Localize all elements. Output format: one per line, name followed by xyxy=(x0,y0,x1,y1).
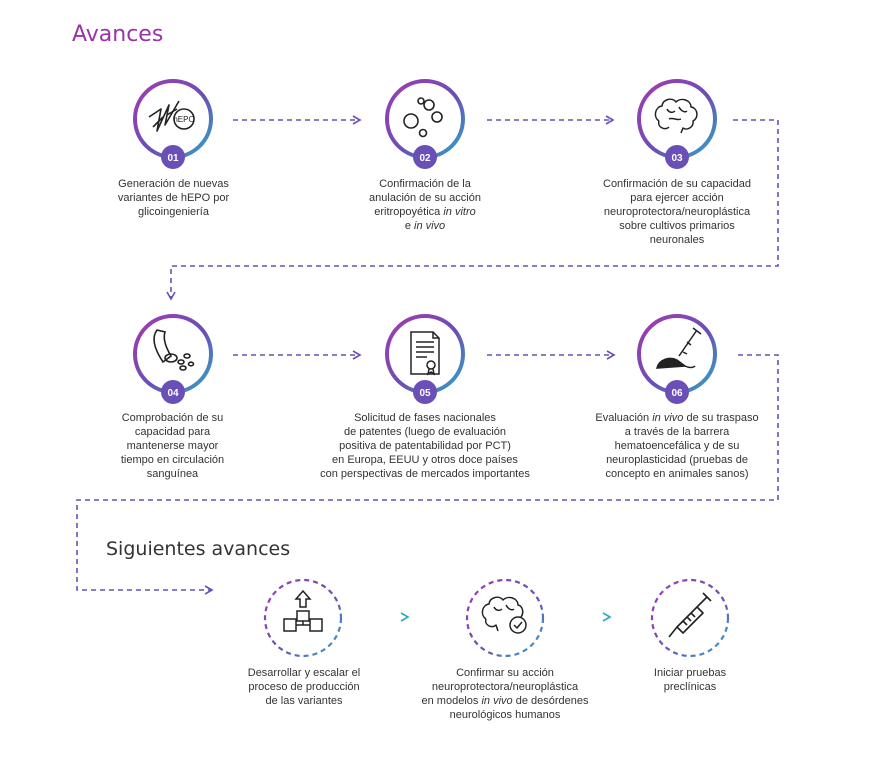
next-step-3 xyxy=(647,575,733,661)
step-badge xyxy=(413,145,437,169)
step-badge xyxy=(161,380,185,404)
next-step-1-caption: Desarrollar y escalar el proceso de prod… xyxy=(247,667,361,707)
cells-bubbles-icon xyxy=(403,97,443,138)
brain-check-icon xyxy=(481,596,527,634)
step-badge xyxy=(665,380,689,404)
siguientes-avances-heading: Siguientes avances xyxy=(106,538,291,560)
step-badge-number: 05 xyxy=(419,388,431,399)
step-02: 02 xyxy=(379,75,471,171)
next-step-3-caption: Iniciar pruebas preclínicas xyxy=(653,667,727,693)
step-06: 06 xyxy=(631,310,723,406)
step-02-caption: Confirmación de la anulación de su acció… xyxy=(369,178,481,232)
next-step-2-caption: Confirmar su acción neuroprotectora/neur… xyxy=(421,667,589,721)
blood-vessel-icon xyxy=(153,329,195,371)
step-04: 04 xyxy=(127,310,219,406)
step-badge xyxy=(665,145,689,169)
step-badge-number: 03 xyxy=(671,153,683,164)
process-flow-icon xyxy=(283,589,323,632)
patent-document-icon xyxy=(410,331,440,376)
step-03-caption: Confirmación de su capacidad para ejerce… xyxy=(603,178,751,246)
step-05: 05 xyxy=(379,310,471,406)
next-step-2 xyxy=(462,575,548,661)
step-06-caption: Evaluación in vivo de su traspaso a trav… xyxy=(595,412,759,480)
step-badge-number: 04 xyxy=(167,388,179,399)
avances-heading: Avances xyxy=(72,22,164,47)
brain-icon xyxy=(654,98,698,134)
step-05-caption: Solicitud de fases nacionales de patente… xyxy=(320,412,530,480)
step-04-caption: Comprobación de su capacidad para manten… xyxy=(120,412,225,480)
step-badge-number: 02 xyxy=(419,153,431,164)
step-01-caption: Generación de nuevas variantes de hEPO p… xyxy=(117,178,230,218)
step-01: hEPO 01 xyxy=(127,75,219,171)
step-badge-number: 06 xyxy=(671,388,683,399)
step-badge xyxy=(161,145,185,169)
step-badge xyxy=(413,380,437,404)
step-badge-number: 01 xyxy=(167,153,179,164)
syringe-icon xyxy=(668,592,712,638)
mouse-syringe-icon xyxy=(656,327,702,369)
arrow-03-04 xyxy=(166,119,779,301)
step-03: 03 xyxy=(631,75,723,171)
arrow-06-next xyxy=(76,354,779,595)
protein-ribbon-icon xyxy=(148,100,195,132)
hepo-label: hEPO xyxy=(173,115,194,124)
next-step-1 xyxy=(260,575,346,661)
